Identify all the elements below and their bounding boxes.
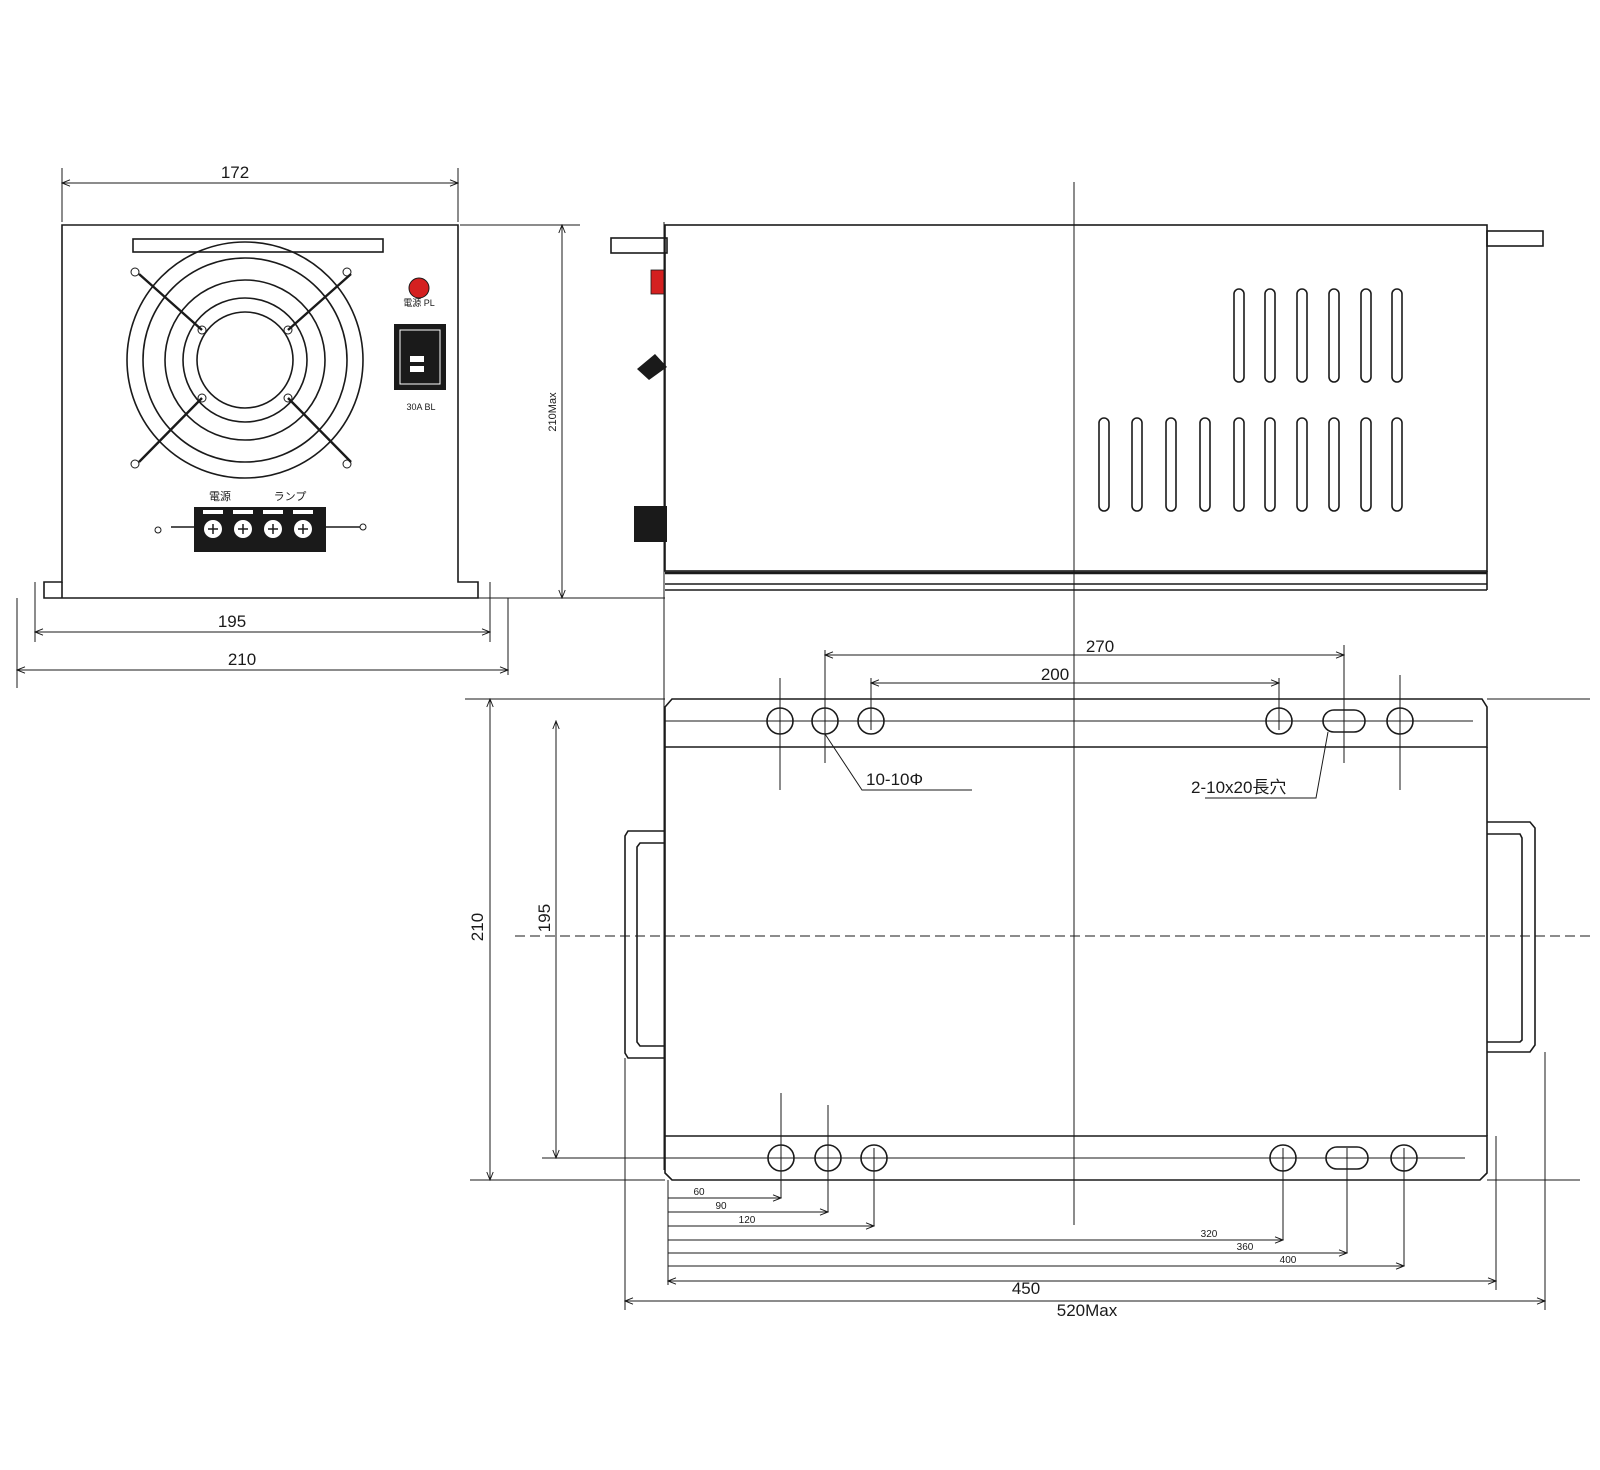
side-pilot-lamp-icon — [650, 269, 665, 295]
pos-320-label: 320 — [1201, 1229, 1218, 1240]
base-outer-dimension-label: 210 — [228, 650, 256, 669]
pos-60-label: 60 — [693, 1187, 705, 1198]
top-mounting-holes — [665, 645, 1473, 790]
pos-400-label: 400 — [1280, 1255, 1297, 1266]
rear-tab — [1486, 230, 1544, 247]
side-view — [610, 182, 1544, 1225]
pos-90-label: 90 — [715, 1201, 727, 1212]
height-dimension-label: 210Max — [547, 392, 559, 432]
bottom-view: 270 200 10-10Φ 2-10x20長穴 210 195 60 90 1… — [465, 637, 1590, 1320]
top-mounting-flange — [664, 698, 1488, 748]
vent-slots — [1098, 288, 1403, 512]
top-slot — [132, 238, 384, 253]
pilot-lamp-icon — [408, 277, 430, 299]
right-handle — [1487, 821, 1536, 1053]
slots-note-leader — [1205, 731, 1329, 799]
length-max-label: 520Max — [1057, 1301, 1118, 1320]
width-dimension-label: 172 — [221, 163, 249, 182]
slots-note: 2-10x20長穴 — [1191, 778, 1286, 797]
terminal-lamp-label: ランプ — [274, 490, 307, 503]
depth-inner-label: 195 — [535, 904, 554, 932]
length-label: 450 — [1012, 1279, 1040, 1298]
front-view: 172 電源 PL — [17, 163, 665, 688]
pilot-lamp-label: 電源 PL — [403, 298, 435, 308]
hole-span-outer-label: 270 — [1086, 637, 1114, 656]
terminal-power-label: 電源 — [209, 489, 231, 503]
side-breaker-lever — [637, 354, 667, 380]
breaker-label: 30A BL — [406, 402, 435, 412]
bottom-mounting-flange — [664, 1135, 1488, 1181]
side-terminal-block — [634, 506, 667, 542]
holes-note-leader — [824, 733, 972, 791]
fan-guard — [126, 241, 364, 479]
holes-note: 10-10Φ — [866, 770, 923, 789]
pos-360-label: 360 — [1237, 1242, 1254, 1253]
bottom-mounting-holes — [542, 1093, 1465, 1266]
base-inner-dimension-label: 195 — [218, 612, 246, 631]
hole-span-inner-label: 200 — [1041, 665, 1069, 684]
side-housing — [664, 224, 1488, 572]
terminal-block — [154, 507, 367, 552]
left-handle — [624, 830, 665, 1059]
depth-outer-label: 210 — [468, 913, 487, 941]
side-handle-tab — [610, 237, 668, 254]
pos-120-label: 120 — [739, 1215, 756, 1226]
